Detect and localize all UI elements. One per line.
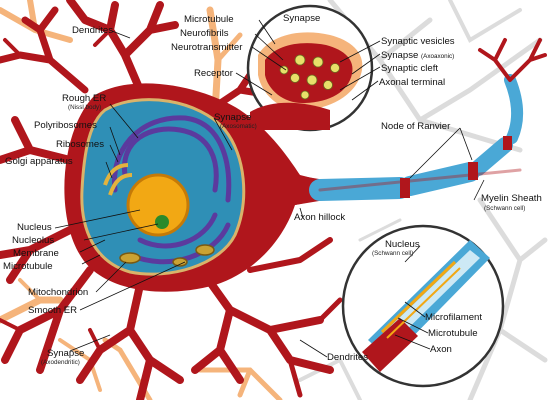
label-synaptic-cleft: Synaptic cleft bbox=[381, 63, 439, 74]
label-microtubule-inset: Microtubule bbox=[428, 328, 478, 339]
label-node-of-ranvier: Node of Ranvier bbox=[381, 121, 451, 132]
label-dendrites-top: Dendrites bbox=[72, 25, 114, 36]
label-dendrites-bottom: Dendrites bbox=[327, 352, 369, 363]
label-synapse-axoaxonic-text: Synapse bbox=[381, 50, 419, 61]
synapse-inset bbox=[246, 4, 374, 132]
rough-er bbox=[111, 115, 232, 265]
label-neurotransmitter: Neurotransmitter bbox=[171, 42, 243, 53]
label-rough-er-sub: (Nissl body) bbox=[68, 104, 102, 111]
label-golgi-apparatus: Golgi apparatus bbox=[5, 156, 73, 167]
label-microtubule: Microtubule bbox=[3, 261, 53, 272]
label-schwann-nucleus: Nucleus bbox=[385, 239, 420, 250]
label-synapse-inset: Synapse bbox=[283, 13, 321, 24]
nucleus bbox=[126, 173, 190, 237]
label-synapse-axodendritic-sub: (Axodendritic) bbox=[41, 359, 80, 366]
label-smooth-er: Smooth ER bbox=[28, 305, 78, 316]
label-axonal-terminal: Axonal terminal bbox=[379, 77, 446, 88]
label-schwann-nucleus-sub: (Schwann cell) bbox=[372, 250, 414, 257]
nucleolus bbox=[155, 215, 169, 229]
leader-lines bbox=[54, 19, 485, 358]
label-rough-er: Rough ER bbox=[62, 93, 107, 104]
label-axon: Axon bbox=[430, 344, 452, 355]
label-nucleolus: Nucleolus bbox=[12, 235, 55, 246]
label-myelin-sheath: Myelin Sheath bbox=[481, 193, 542, 204]
label-synapse-axosomatic-sub: (Axosomatic) bbox=[220, 123, 257, 130]
axon bbox=[309, 74, 523, 201]
label-ribosomes: Ribosomes bbox=[56, 139, 104, 150]
golgi-apparatus bbox=[103, 163, 133, 196]
label-myelin-sheath-sub: (Schwann cell) bbox=[484, 205, 526, 212]
label-mitochondrion: Mitochondrion bbox=[28, 287, 89, 298]
label-synaptic-vesicles: Synaptic vesicles bbox=[381, 36, 455, 47]
label-membrane: Membrane bbox=[13, 248, 59, 259]
axon-terminal bbox=[478, 38, 547, 82]
nodes-of-ranvier bbox=[400, 136, 512, 198]
label-nucleus: Nucleus bbox=[17, 222, 52, 233]
label-synapse-axoaxonic-sub: (Axoaxonic) bbox=[421, 53, 455, 60]
label-synapse-axosomatic: Synapse bbox=[214, 112, 252, 123]
label-synapse-axodendritic: Synapse bbox=[47, 348, 85, 359]
label-receptor: Receptor bbox=[194, 68, 233, 79]
label-microtubule-top: Microtubule bbox=[184, 14, 234, 25]
label-microfilament: Microfilament bbox=[425, 312, 483, 323]
label-polyribosomes: Polyribosomes bbox=[34, 120, 97, 131]
mitochondria bbox=[119, 244, 215, 267]
label-neurofibrils: Neurofibrils bbox=[180, 28, 229, 39]
label-synapse-axoaxonic: Synapse (Axoaxonic) bbox=[381, 50, 454, 62]
label-axon-hillock: Axon hillock bbox=[294, 212, 346, 223]
myelin-inset bbox=[341, 224, 505, 388]
